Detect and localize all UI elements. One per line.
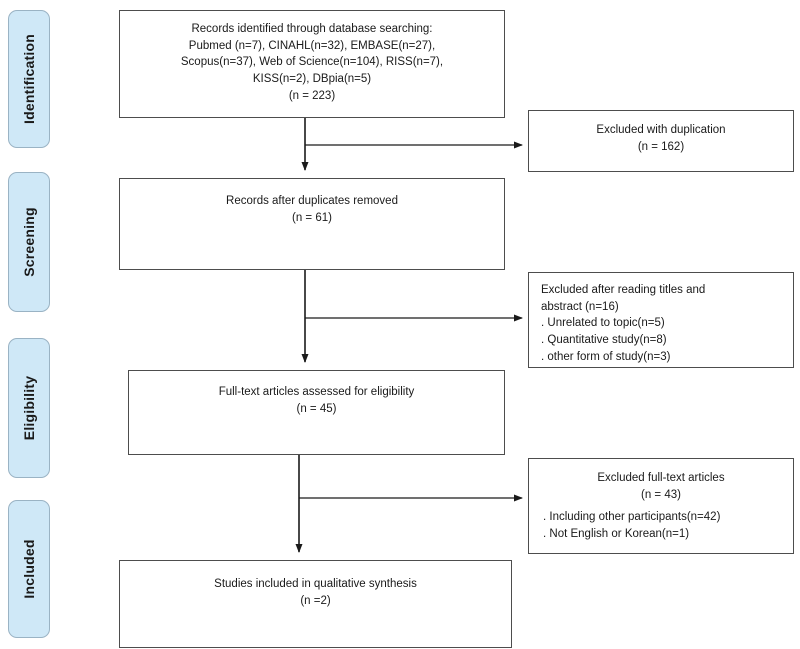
text-line: (n = 223) [288, 89, 336, 102]
text-line: (n = 61) [292, 211, 332, 224]
box-records-identified-text: Records identified through database sear… [120, 21, 504, 104]
stage-eligibility: Eligibility [8, 338, 50, 478]
bullet-line: . Not English or Korean(n=1) [543, 527, 690, 540]
bullet-line: . other form of study(n=3) [541, 350, 671, 363]
text-line: (n =2) [300, 594, 331, 607]
text-line: Pubmed (n=7), CINAHL(n=32), EMBASE(n=27)… [188, 39, 436, 52]
box-records-after-duplicates-text: Records after duplicates removed (n = 61… [120, 193, 504, 226]
text-line: (n = 43) [641, 488, 681, 501]
box-records-identified: Records identified through database sear… [119, 10, 505, 118]
stage-included-label: Included [21, 539, 37, 599]
box-studies-included: Studies included in qualitative synthesi… [119, 560, 512, 648]
text-line: (n = 45) [296, 402, 337, 415]
box-excluded-duplication-text: Excluded with duplication (n = 162) [529, 122, 793, 155]
text-line: Excluded with duplication [596, 124, 726, 136]
bullet-line: . Unrelated to topic(n=5) [541, 317, 665, 330]
bullet-line: . Including other participants(n=42) [543, 511, 721, 523]
stage-identification: Identification [8, 10, 50, 148]
stage-included: Included [8, 500, 50, 638]
box-excluded-after-titles-abstract-text: Excluded after reading titles and abstra… [529, 282, 793, 365]
box-excluded-full-text-heading: Excluded full-text articles (n = 43) [529, 470, 793, 503]
box-excluded-after-titles-abstract: Excluded after reading titles and abstra… [528, 272, 794, 368]
stage-eligibility-label: Eligibility [21, 375, 37, 441]
text-line: Records identified through database sear… [191, 23, 433, 35]
box-excluded-duplication: Excluded with duplication (n = 162) [528, 110, 794, 172]
box-excluded-full-text: Excluded full-text articles (n = 43) . I… [528, 458, 794, 554]
stage-screening: Screening [8, 172, 50, 312]
box-records-after-duplicates: Records after duplicates removed (n = 61… [119, 178, 505, 270]
text-line: KISS(n=2), DBpia(n=5) [252, 73, 372, 86]
text-line: Full-text articles assessed for eligibil… [218, 386, 415, 398]
box-studies-included-text: Studies included in qualitative synthesi… [120, 576, 511, 609]
text-line: abstract (n=16) [541, 300, 619, 313]
box-excluded-full-text-bullets: . Including other participants(n=42) . N… [529, 509, 793, 542]
bullet-line: . Quantitative study(n=8) [541, 334, 667, 347]
stage-identification-label: Identification [21, 34, 37, 124]
stage-screening-label: Screening [21, 207, 37, 277]
text-line: Excluded full-text articles [597, 472, 725, 484]
text-line: (n = 162) [637, 140, 685, 153]
text-line: Studies included in qualitative synthesi… [214, 578, 417, 590]
box-full-text-assessed: Full-text articles assessed for eligibil… [128, 370, 505, 455]
text-line: Excluded after reading titles and [541, 284, 706, 296]
text-line: Records after duplicates removed [226, 195, 398, 207]
text-line: Scopus(n=37), Web of Science(n=104), RIS… [180, 56, 444, 69]
box-full-text-assessed-text: Full-text articles assessed for eligibil… [129, 384, 504, 417]
